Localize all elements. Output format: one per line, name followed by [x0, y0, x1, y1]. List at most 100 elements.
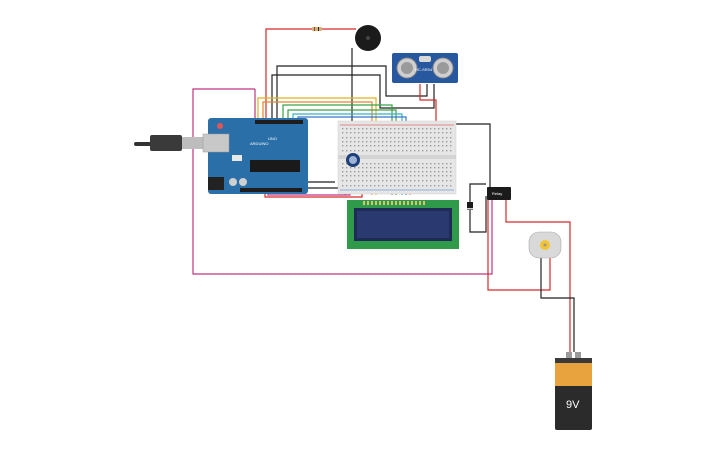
wire-red-relay-motor[interactable]	[487, 196, 551, 291]
breadboard-hole	[426, 128, 428, 130]
breadboard-hole	[426, 180, 428, 182]
wire-red-relay-battery[interactable]	[505, 192, 571, 352]
breadboard-hole	[378, 150, 380, 152]
breadboard-hole	[358, 175, 360, 177]
wire-black-motor-battery[interactable]	[540, 258, 575, 352]
breadboard-hole	[390, 150, 392, 152]
breadboard-hole	[418, 167, 420, 169]
breadboard-hole	[366, 175, 368, 177]
breadboard-hole	[450, 180, 452, 182]
breadboard-hole	[378, 185, 380, 187]
breadboard-hole	[382, 167, 384, 169]
breadboard-hole	[394, 180, 396, 182]
breadboard-hole	[402, 163, 404, 165]
breadboard-hole	[374, 137, 376, 139]
arduino-brand-label: ARDUINO	[250, 141, 268, 146]
breadboard-hole	[350, 137, 352, 139]
diode[interactable]	[467, 202, 473, 210]
wire-black-relay-left[interactable]	[469, 183, 487, 233]
lcd-pin	[387, 201, 389, 205]
potentiometer[interactable]	[346, 153, 360, 167]
breadboard-hole	[406, 163, 408, 165]
breadboard-hole	[346, 180, 348, 182]
breadboard-hole	[434, 137, 436, 139]
battery-9v[interactable]: 9V	[555, 352, 592, 430]
breadboard-hole	[358, 150, 360, 152]
wire-black-relay[interactable]	[442, 123, 491, 188]
breadboard-hole	[434, 141, 436, 143]
breadboard-hole	[358, 128, 360, 130]
breadboard-hole	[394, 132, 396, 134]
breadboard-hole	[406, 167, 408, 169]
breadboard-hole	[374, 167, 376, 169]
breadboard-hole	[446, 171, 448, 173]
ultrasonic-sensor[interactable]: HC-SR04	[392, 53, 458, 83]
breadboard-hole	[438, 132, 440, 134]
breadboard-hole	[366, 185, 368, 187]
breadboard-hole	[406, 180, 408, 182]
breadboard-hole	[346, 175, 348, 177]
breadboard-hole	[382, 145, 384, 147]
breadboard-hole	[450, 141, 452, 143]
breadboard-hole	[398, 185, 400, 187]
breadboard-hole	[382, 132, 384, 134]
breadboard-hole	[382, 141, 384, 143]
breadboard-hole	[446, 128, 448, 130]
wire-black-sensor-2[interactable]	[271, 74, 435, 120]
breadboard-hole	[366, 180, 368, 182]
relay-label: Relay	[492, 191, 502, 196]
breadboard-hole	[382, 150, 384, 152]
arduino-board-label: UNO	[268, 136, 277, 141]
breadboard-hole	[398, 175, 400, 177]
dc-motor[interactable]	[528, 231, 562, 259]
breadboard-hole	[374, 150, 376, 152]
breadboard-hole	[442, 128, 444, 130]
relay-module[interactable]: Relay	[487, 187, 511, 200]
breadboard-hole	[354, 150, 356, 152]
breadboard-hole	[394, 137, 396, 139]
wire-magenta-loop[interactable]	[192, 88, 493, 275]
breadboard-hole	[382, 137, 384, 139]
breadboard-hole	[414, 167, 416, 169]
breadboard-hole	[378, 175, 380, 177]
breadboard-hole	[386, 145, 388, 147]
breadboard-hole	[406, 141, 408, 143]
breadboard-hole	[378, 167, 380, 169]
breadboard-hole	[402, 141, 404, 143]
breadboard-hole	[414, 141, 416, 143]
breadboard-hole	[370, 163, 372, 165]
usb-cable	[134, 135, 204, 151]
breadboard-hole	[402, 132, 404, 134]
breadboard-hole	[342, 171, 344, 173]
breadboard-hole	[402, 185, 404, 187]
breadboard-hole	[402, 167, 404, 169]
lcd-pin	[383, 201, 385, 205]
lcd-pin	[391, 201, 393, 205]
breadboard-hole	[370, 145, 372, 147]
breadboard-hole	[418, 163, 420, 165]
breadboard-hole	[398, 128, 400, 130]
breadboard-hole	[430, 145, 432, 147]
lcd-display[interactable]	[347, 200, 459, 249]
resistor[interactable]	[312, 27, 322, 31]
breadboard-hole	[406, 145, 408, 147]
breadboard-hole	[366, 141, 368, 143]
breadboard-hole	[362, 180, 364, 182]
arduino-board[interactable]: UNO ARDUINO	[202, 118, 308, 194]
breadboard-hole	[362, 167, 364, 169]
breadboard-hole	[366, 132, 368, 134]
breadboard-hole	[370, 167, 372, 169]
breadboard-hole	[406, 150, 408, 152]
breadboard-hole	[362, 128, 364, 130]
breadboard-hole	[354, 167, 356, 169]
wire-red-sensor[interactable]	[419, 84, 437, 128]
breadboard-hole	[442, 132, 444, 134]
breadboard-hole	[342, 137, 344, 139]
breadboard-hole	[442, 171, 444, 173]
piezo-buzzer[interactable]	[355, 25, 381, 51]
lcd-pins	[363, 201, 425, 205]
breadboard-hole	[398, 137, 400, 139]
breadboard-hole	[450, 163, 452, 165]
wire-red-buzzer[interactable]	[265, 28, 312, 120]
